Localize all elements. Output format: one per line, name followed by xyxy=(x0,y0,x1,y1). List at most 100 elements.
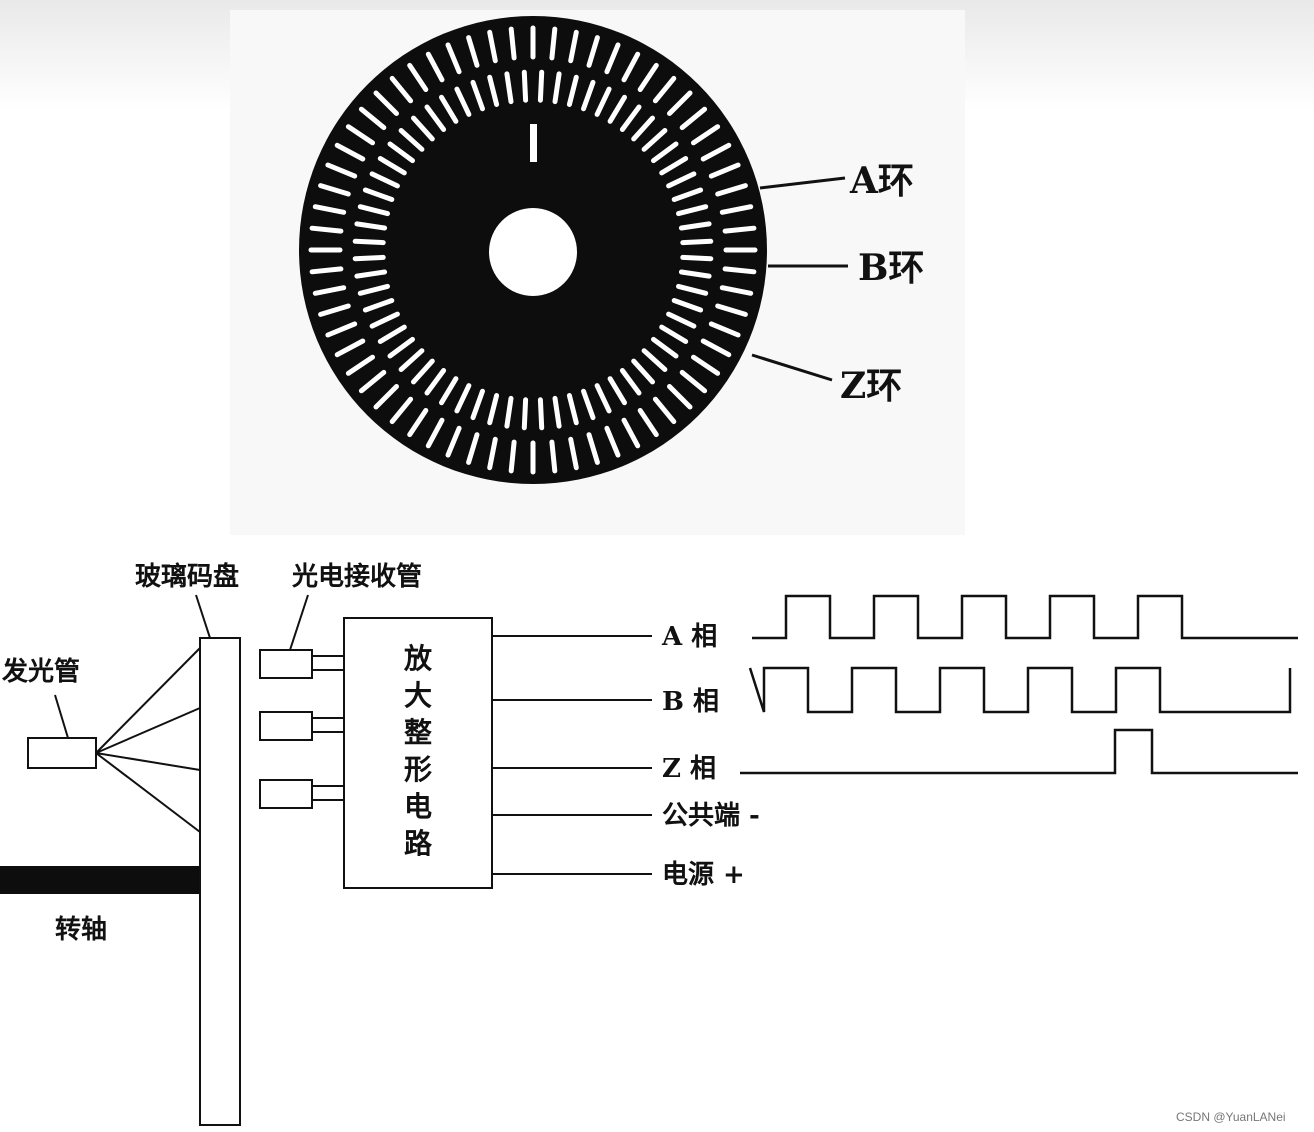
disk-slot xyxy=(407,408,429,438)
disk-slot xyxy=(521,69,529,103)
disk-slot xyxy=(676,204,709,217)
disk-slot xyxy=(352,254,386,262)
disk-slot xyxy=(719,285,754,296)
disk-slot xyxy=(568,436,579,471)
disk-slot xyxy=(445,42,462,75)
disk-slot xyxy=(470,388,485,421)
disk-slot xyxy=(568,29,579,64)
disk-slot xyxy=(637,408,659,438)
b-ring-label: B环 xyxy=(858,247,924,289)
z-ring-label: Z环 xyxy=(840,365,902,407)
b-phase-label: B 相 xyxy=(662,687,719,717)
disk-slot xyxy=(407,62,429,92)
disk-slot xyxy=(691,124,721,146)
disk-slot xyxy=(691,354,721,376)
disk-slot xyxy=(425,417,445,449)
disk-slot xyxy=(389,396,414,425)
disk-slot xyxy=(445,425,462,458)
disk-slot xyxy=(671,187,704,202)
disk-slot xyxy=(659,156,689,176)
disk-slot xyxy=(362,187,395,202)
disk-slot xyxy=(651,336,679,359)
b-phase-waveform xyxy=(748,666,1292,714)
disk-slot xyxy=(659,324,689,344)
disk-slot xyxy=(715,303,748,317)
disk-slot xyxy=(357,283,390,296)
disk-slot xyxy=(700,142,732,162)
disk-slot xyxy=(424,104,447,132)
disk-slot xyxy=(504,395,514,429)
circuit-label: 放大整形电路 xyxy=(403,642,433,860)
disk-slot xyxy=(411,358,435,385)
z-ring-leader xyxy=(751,353,833,382)
disk-slot xyxy=(637,62,659,92)
disk-slot xyxy=(454,383,472,414)
disk-slot xyxy=(398,128,425,152)
disk-slot xyxy=(641,348,668,372)
disk-slot xyxy=(641,128,668,152)
disk-slot xyxy=(619,368,642,396)
disk-slot xyxy=(652,75,677,104)
disk-slot xyxy=(466,35,480,68)
emitter-box xyxy=(27,737,97,769)
disk-slot xyxy=(549,26,558,61)
disk-slot xyxy=(504,71,514,105)
a-ring-leader xyxy=(759,176,846,190)
output-lines xyxy=(492,635,652,875)
disk-slot xyxy=(652,396,677,425)
output-labels: A 相 B 相 Z 相 公共端 - 电源 + xyxy=(661,622,760,890)
disk-slot xyxy=(604,425,621,458)
disk-slot xyxy=(586,432,600,465)
disk-slot xyxy=(594,86,612,117)
disk-slot xyxy=(369,311,400,329)
disk-slot xyxy=(345,354,375,376)
disk-slot xyxy=(680,238,714,246)
disk-slot xyxy=(700,338,732,358)
disk-slot xyxy=(678,269,712,279)
ring-labels: A环 B环 Z环 xyxy=(751,160,924,407)
receiver-label: 光电接收管 xyxy=(291,562,422,592)
receiver-z xyxy=(259,779,313,809)
disk-slot xyxy=(454,86,472,117)
disk-slot xyxy=(680,254,714,262)
a-phase-waveform xyxy=(752,594,1298,640)
disk-slot xyxy=(607,376,627,406)
disk-slot xyxy=(312,204,347,215)
disk-slot xyxy=(604,42,621,75)
disk-slot xyxy=(619,104,642,132)
disk-slot xyxy=(389,75,414,104)
z-phase-label: Z 相 xyxy=(662,754,716,784)
disk-slot xyxy=(487,29,498,64)
disk-slot xyxy=(487,74,500,107)
amplifier-shaper-circuit xyxy=(343,617,493,889)
encoder-schematic: 发光管 转轴 玻璃码盘 光电接收管 放大整形电路 xyxy=(0,561,1298,1126)
disk-slot xyxy=(594,383,612,414)
disk-slot xyxy=(358,106,387,131)
receiver-b xyxy=(259,711,313,741)
disk-slot xyxy=(651,141,679,164)
disk-slot xyxy=(470,79,485,112)
disk-slot xyxy=(387,141,415,164)
disk-slot xyxy=(552,395,562,429)
disk-slot xyxy=(549,439,558,474)
common-terminal-label: 公共端 - xyxy=(662,801,760,831)
disk-slot xyxy=(537,397,545,431)
disk-slot xyxy=(566,393,579,426)
disk-slot xyxy=(621,51,641,83)
a-phase-label: A 相 xyxy=(661,622,717,652)
disk-slot xyxy=(667,90,693,116)
disk-slot xyxy=(581,79,596,112)
receiver-a xyxy=(259,649,313,679)
inner-slot-ring xyxy=(352,69,714,431)
outer-slot-ring xyxy=(308,25,758,475)
disk-slot xyxy=(369,171,400,189)
power-label: 电源 + xyxy=(662,860,745,890)
disk-slot xyxy=(621,417,641,449)
disk-slot xyxy=(676,283,709,296)
disk-slot xyxy=(667,384,693,410)
disk-slot xyxy=(358,369,387,394)
disk-slot xyxy=(325,321,358,338)
light-rays xyxy=(95,647,201,833)
glass-disk-label: 玻璃码盘 xyxy=(135,561,239,592)
glass-disk-leader xyxy=(195,594,211,639)
